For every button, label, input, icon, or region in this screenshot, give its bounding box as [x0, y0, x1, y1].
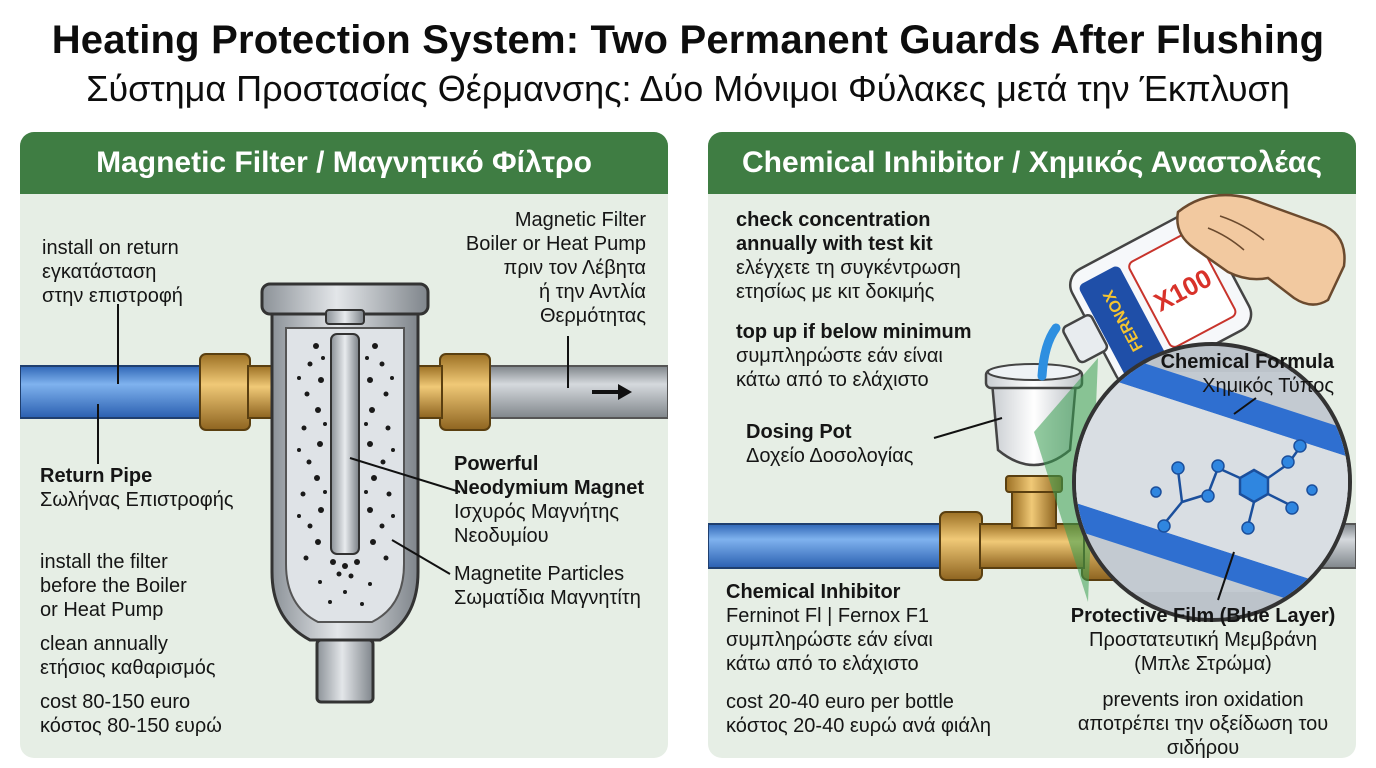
magnetic-filter-panel: Magnetic Filter / Μαγνητικό Φίλτρο	[20, 132, 668, 758]
magnetic-filter-illustration	[20, 282, 668, 704]
hand-icon	[1176, 193, 1346, 306]
chemical-inhibitor-heading: Chemical Inhibitor / Χημικός Αναστολέας	[708, 132, 1356, 194]
return-pipe-label: Return Pipe Σωλήνας Επιστροφής	[40, 465, 234, 511]
chemical-formula-label: Chemical Formula Χημικός Τύπος	[1160, 351, 1334, 397]
outlet-fitting	[439, 353, 491, 431]
filter-cost-note: cost 80-150 euro κόστος 80-150 ευρώ	[40, 691, 222, 737]
magnetite-particles-label: Magnetite Particles Σωματίδια Μαγνητίτη	[454, 563, 641, 609]
outlet-pipe	[489, 365, 668, 419]
main-title-english: Heating Protection System: Two Permanent…	[51, 18, 1325, 62]
dosing-pot-label: Dosing Pot Δοχείο Δοσολογίας	[746, 421, 914, 467]
boiler-position-note: Magnetic Filter Boiler or Heat Pump πριν…	[465, 209, 646, 327]
system-pipe-blue	[708, 523, 941, 569]
magnet-label: Powerful Neodymium Magnet Ισχυρός Μαγνήτ…	[454, 453, 645, 547]
chemical-inhibitor-illustration: FERNOX X100	[708, 193, 1356, 622]
chemical-inhibitor-label: Chemical Inhibitor Ferninot Fl | Fernox …	[726, 581, 933, 675]
inhibitor-stream	[1037, 323, 1061, 381]
install-on-return-note: install on return εγκατάσταση στην επιστ…	[42, 237, 183, 307]
clean-annually-note: clean annually ετήσιος καθαρισμός	[40, 633, 216, 679]
magnetic-filter-heading: Magnetic Filter / Μαγνητικό Φίλτρο	[20, 132, 668, 194]
fernox-bottle: FERNOX X100	[1062, 212, 1253, 388]
protective-film-label: Protective Film (Blue Layer) Προστατευτι…	[1070, 605, 1336, 675]
check-concentration-note: check concentration annually with test k…	[736, 209, 961, 303]
magnify-beam	[1034, 358, 1098, 602]
top-up-note: top up if below minimum συμπληρώστε εάν …	[736, 321, 972, 391]
chemical-inhibitor-panel: Chemical Inhibitor / Χημικός Αναστολέας	[708, 132, 1356, 758]
magnetite-particles	[297, 343, 395, 606]
inlet-fitting	[199, 353, 251, 431]
install-before-note: install the filter before the Boiler or …	[40, 551, 187, 621]
inhibitor-cost-note: cost 20-40 euro per bottle κόστος 20-40 …	[726, 691, 992, 737]
prevents-oxidation-note: prevents iron oxidation αποτρέπει την οξ…	[1077, 689, 1329, 758]
return-pipe	[20, 365, 201, 419]
filter-drain	[315, 638, 375, 704]
main-title-greek: Σύστημα Προστασίας Θέρμανσης: Δύο Μόνιμο…	[86, 68, 1290, 109]
neodymium-magnet-rod	[330, 333, 360, 555]
